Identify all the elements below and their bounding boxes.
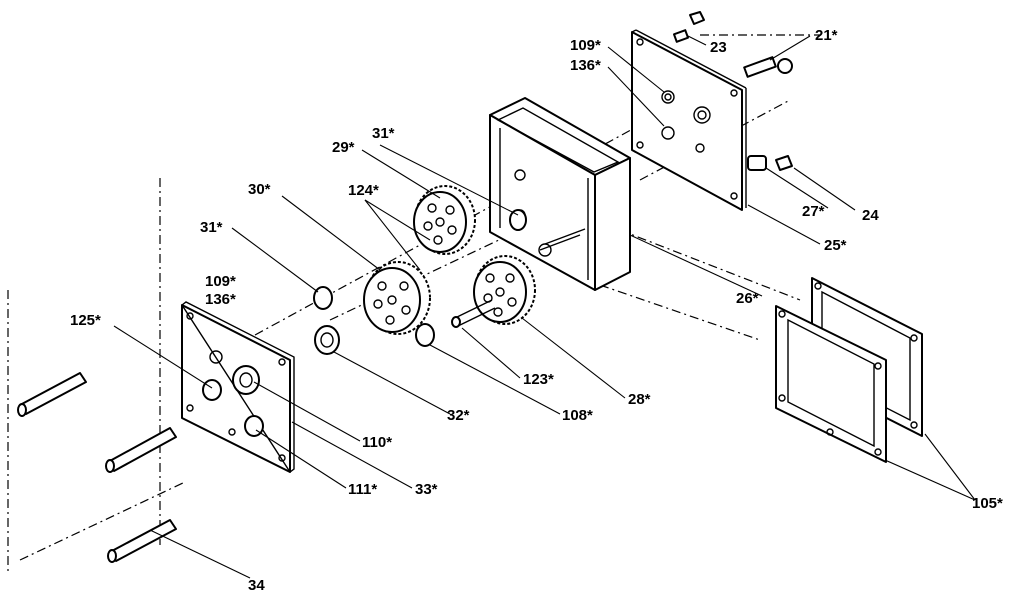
label-32: 32* [447, 407, 470, 424]
label-30: 30* [248, 181, 271, 198]
label-34: 34 [248, 577, 265, 594]
bearings-and-washers [313, 209, 527, 355]
label-25: 25* [824, 237, 847, 254]
label-21: 21* [815, 27, 838, 44]
gaskets [775, 277, 923, 463]
label-33: 33* [415, 481, 438, 498]
top-hardware [672, 11, 793, 171]
back-cover-plate [631, 29, 747, 211]
label-124: 124* [348, 182, 379, 199]
label-23: 23 [710, 39, 727, 56]
label-29: 29* [332, 139, 355, 156]
label-31-mid: 31* [200, 219, 223, 236]
gearbox-housing [489, 97, 631, 291]
label-125: 125* [70, 312, 101, 329]
label-136-top: 136* [570, 57, 601, 74]
leader-lines [113, 35, 976, 579]
label-105: 105* [972, 495, 1003, 512]
label-109-top: 109* [570, 37, 601, 54]
front-cover-plate [181, 301, 295, 474]
label-28: 28* [628, 391, 651, 408]
part-labels: 109* 136* 23 21* 31* 29* 124* 30* 27* 24… [70, 27, 1003, 594]
label-136-mid: 136* [205, 291, 236, 308]
label-110: 110* [362, 434, 392, 451]
shafts [17, 372, 177, 563]
label-109-mid: 109* [205, 273, 236, 290]
label-108: 108* [562, 407, 593, 424]
label-24: 24 [862, 207, 879, 224]
gears [363, 185, 536, 335]
label-111: 111* [348, 481, 377, 498]
label-31-top: 31* [372, 125, 395, 142]
label-27: 27* [802, 203, 825, 220]
label-123: 123* [523, 371, 554, 388]
label-26: 26* [736, 290, 759, 307]
